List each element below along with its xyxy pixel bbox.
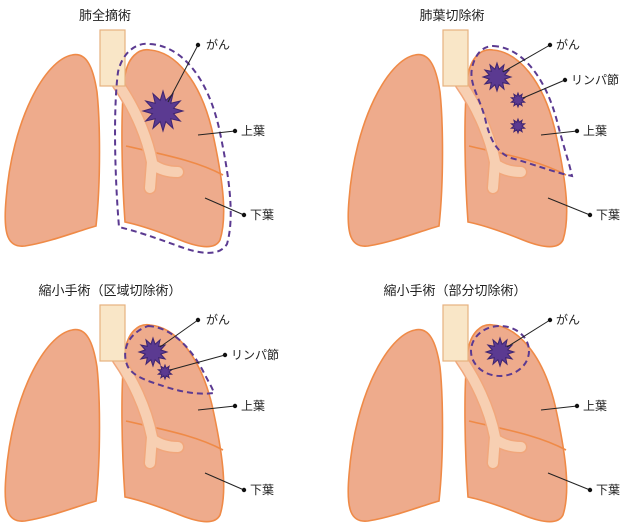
lower-lobe-label: 下葉 [596, 483, 620, 497]
upper-lobe-dot [232, 403, 238, 409]
upper-lobe-label: 上葉 [583, 124, 607, 138]
upper-lobe-label: 上葉 [583, 399, 607, 413]
lower-lobe-label: 下葉 [250, 208, 274, 222]
lymph-node-dot [222, 352, 228, 358]
panel-segmentectomy: 縮小手術（区域切除術） がん リンパ節 上葉 下葉 [4, 283, 279, 523]
upper-lobe-leader [197, 130, 236, 136]
cancer-leader [502, 44, 551, 73]
lower-lobe-leader [204, 197, 245, 216]
upper-lobe-dot [232, 128, 238, 134]
panel-title: 縮小手術（区域切除術） [38, 283, 181, 299]
resection-outline [470, 44, 574, 178]
trachea [99, 29, 126, 87]
bronchus [454, 352, 528, 470]
lymph-node-label: リンパ節 [231, 347, 279, 362]
upper-lobe-leader [197, 405, 236, 411]
cancer-tumor [481, 61, 513, 93]
cancer-leader [159, 319, 199, 348]
cancer-label: がん [206, 37, 230, 52]
left-lung [347, 328, 444, 522]
lower-lobe-leader [547, 197, 591, 216]
lobe-fissure [125, 420, 224, 451]
panel-title: 肺全摘術 [79, 8, 131, 24]
cancer-label: がん [556, 312, 580, 327]
resection-outline [470, 325, 530, 377]
bronchus [111, 77, 185, 195]
panel-pneumonectomy: 肺全摘術 がん 上葉 下葉 [4, 8, 274, 254]
left-lung [4, 53, 101, 247]
lobe-fissure [125, 145, 224, 176]
trachea [442, 29, 469, 87]
lymph-node [156, 363, 174, 381]
trachea [442, 304, 469, 362]
left-lung [347, 53, 444, 247]
cancer-leader [167, 44, 199, 103]
cancer-tumor [484, 336, 516, 368]
cancer-tumor [137, 336, 169, 368]
lymph-node-leader [522, 79, 566, 99]
resection-outline [124, 324, 216, 395]
upper-lobe-leader [540, 405, 578, 411]
panel-title: 肺葉切除術 [419, 9, 484, 24]
bronchus [111, 352, 185, 470]
panel-wedge-resection: 縮小手術（部分切除術） がん 上葉 下葉 [347, 283, 620, 523]
cancer-dot [195, 42, 201, 48]
lower-lobe-label: 下葉 [250, 483, 274, 497]
lower-lobe-label: 下葉 [596, 208, 620, 222]
lower-lobe-leader [204, 472, 245, 491]
upper-lobe-dot [574, 128, 580, 134]
cancer-tumor [141, 89, 185, 133]
lower-lobe-dot [241, 212, 247, 218]
panel-lobectomy: 肺葉切除術 がん リンパ節 上葉 下葉 [347, 9, 620, 248]
bronchus [454, 77, 528, 195]
upper-lobe-label: 上葉 [241, 124, 265, 138]
cancer-dot [195, 317, 201, 323]
lower-lobe-dot [587, 487, 593, 493]
cancer-label: がん [556, 37, 580, 52]
lobe-fissure [468, 145, 567, 176]
lymph-node-leader [169, 354, 226, 371]
trachea [99, 304, 126, 362]
lower-lobe-leader [547, 472, 591, 491]
lobe-fissure [468, 420, 567, 451]
cancer-dot [547, 317, 553, 323]
lymph-node-dot [562, 77, 568, 83]
lower-lobe-dot [587, 212, 593, 218]
lower-lobe-dot [241, 487, 247, 493]
upper-lobe-dot [574, 403, 580, 409]
left-lung [4, 328, 101, 522]
cancer-leader [506, 319, 551, 348]
upper-lobe-leader [540, 130, 578, 136]
lymph-node [509, 117, 527, 135]
upper-lobe-label: 上葉 [241, 399, 265, 413]
resection-outline [114, 42, 232, 254]
lymph-node [509, 91, 527, 109]
cancer-label: がん [206, 312, 230, 327]
panel-title: 縮小手術（部分切除術） [383, 283, 526, 299]
cancer-dot [547, 42, 553, 48]
lymph-node-label: リンパ節 [571, 72, 619, 87]
